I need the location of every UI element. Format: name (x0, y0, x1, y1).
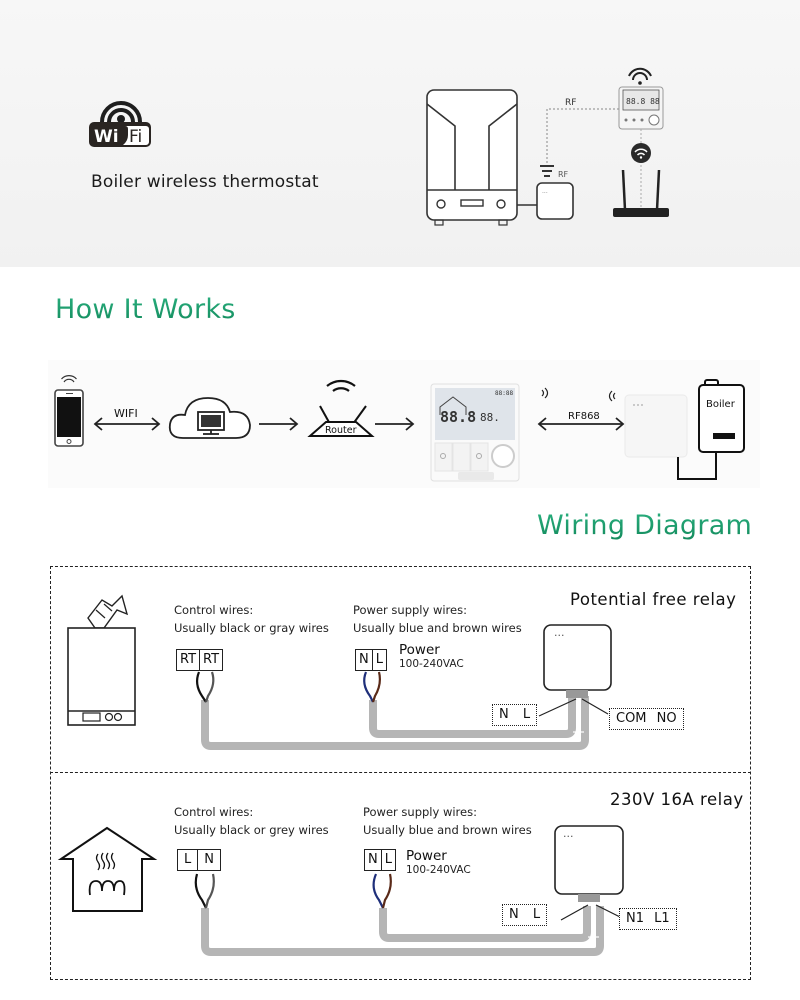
relay-module-icon (543, 624, 612, 698)
thermostat-clock: 88:88 (495, 390, 513, 397)
power-wires-description: Usually blue and brown wires (363, 823, 532, 837)
power-terminal-block: N L (364, 849, 396, 871)
terminal-label: L (375, 652, 383, 667)
cloud-to-router-arrow (259, 417, 299, 431)
terminal-label: RT (177, 650, 201, 670)
relay-type-title: 230V 16A relay (610, 790, 744, 809)
thermostat-main-temp: 88.8 (440, 408, 476, 426)
control-wires-description: Usually black or gray wires (174, 621, 329, 635)
boiler-unit-icon (426, 89, 518, 226)
terminal-label: N (356, 650, 373, 670)
wall-boiler-icon (67, 594, 136, 726)
router-label: Router (325, 425, 357, 436)
cloud-computer-icon (168, 397, 251, 439)
control-wires-info: Control wires: Usually black or grey wir… (174, 803, 329, 839)
relay-status-dots: ... (563, 827, 574, 840)
svg-text:88.8 88: 88.8 88 (626, 97, 660, 106)
wifi-logo-right-text: Fi (129, 127, 142, 147)
svg-text:...: ... (542, 188, 548, 195)
terminal-label: N (204, 852, 214, 867)
wiring-diagram-frame (50, 566, 751, 980)
receiver-device-icon (624, 394, 688, 458)
relay-output-terminals: COM NO (609, 708, 684, 730)
power-wires-heading: Power supply wires: (353, 603, 467, 617)
relay-input-terminals: N L (492, 704, 538, 726)
wifi-logo-left-text: Wi (94, 127, 119, 147)
relay-input-terminals: N L (502, 904, 548, 926)
router-to-thermostat-arrow (375, 417, 415, 431)
relay-status-dots: ... (554, 626, 565, 639)
thermostat-icon: 88.8 88 (618, 67, 664, 130)
power-wires-info: Power supply wires: Usually blue and bro… (363, 803, 532, 839)
power-label: Power (399, 642, 440, 658)
banner-system-illustration: ... RF RF 88.8 88 (426, 67, 669, 226)
power-label: Power (406, 848, 447, 864)
relay-module-icon (554, 825, 624, 902)
receiver-unit-icon: ... (536, 182, 574, 220)
power-wires-description: Usually blue and brown wires (353, 621, 522, 635)
boiler-label: Boiler (706, 399, 736, 410)
router-icon (307, 379, 375, 437)
terminal-label: L (384, 852, 392, 867)
banner-title: Boiler wireless thermostat (91, 172, 319, 192)
how-it-works-flow: WIFI Router 88.8 88. 88:88 (54, 375, 745, 482)
underfloor-heating-house-icon (57, 826, 158, 912)
relay-type-title: Potential free relay (570, 590, 737, 609)
panel1-wiring-graphics (67, 594, 612, 750)
wifi-badge-icon (631, 143, 651, 163)
wifi-label: WIFI (114, 407, 138, 420)
rf-antenna-icon (540, 165, 554, 177)
power-wires-heading: Power supply wires: (363, 805, 477, 819)
power-voltage: 100-240VAC (406, 864, 471, 876)
control-wires-heading: Control wires: (174, 805, 254, 819)
how-it-works-title: How It Works (55, 294, 236, 325)
smartphone-icon (54, 375, 84, 447)
rf-bidirectional-arrow (537, 387, 625, 431)
relay-output-terminals: N1 L1 (619, 908, 677, 930)
wifi-bidirectional-arrow (93, 417, 161, 431)
thermostat-secondary: 88. (480, 411, 500, 424)
control-wires-info: Control wires: Usually black or gray wir… (174, 601, 329, 637)
router-icon (613, 169, 669, 217)
thermostat-device-icon: 88.8 88. 88:88 (430, 383, 520, 482)
rf-small-label: RF (558, 170, 569, 179)
power-wires-info: Power supply wires: Usually blue and bro… (353, 601, 522, 637)
boiler-icon (698, 379, 745, 453)
rf868-label: RF868 (568, 411, 600, 422)
terminal-label: L (178, 850, 199, 870)
control-wires-heading: Control wires: (174, 603, 254, 617)
panel2-wiring-graphics (57, 825, 624, 956)
control-terminal-block: RT RT (176, 649, 224, 671)
wiring-diagram-title: Wiring Diagram (537, 510, 753, 541)
power-terminal-block: N L (355, 649, 387, 671)
terminal-label: RT (203, 652, 220, 667)
rf-link-label: RF (565, 98, 576, 108)
control-terminal-block: L N (177, 849, 221, 871)
terminal-label: N (365, 850, 382, 870)
panel-divider (50, 772, 751, 773)
control-wires-description: Usually black or grey wires (174, 823, 329, 837)
wifi-logo-icon: Wi Fi (89, 101, 151, 147)
power-voltage: 100-240VAC (399, 658, 464, 670)
